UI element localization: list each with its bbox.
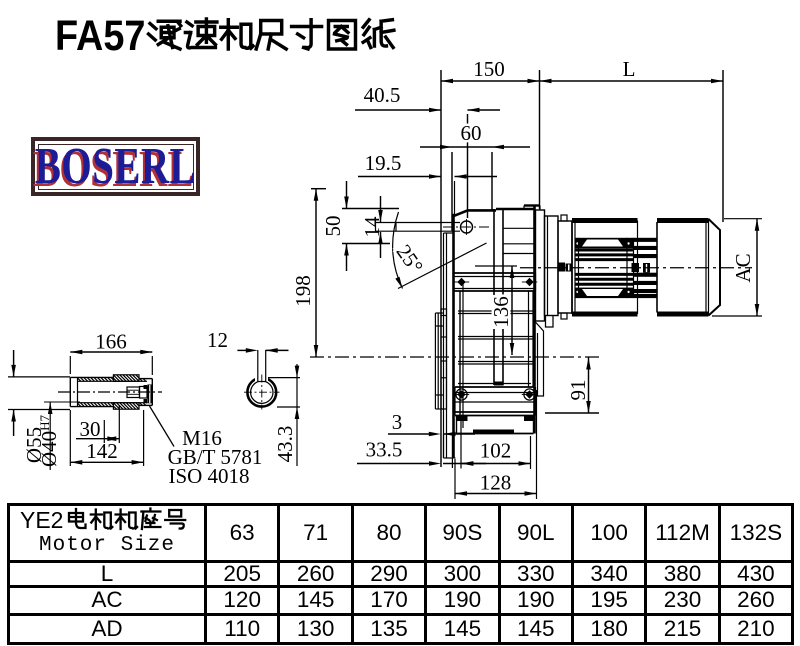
svg-text:136: 136 [489,296,513,328]
svg-text:150: 150 [473,57,505,81]
svg-text:3: 3 [392,410,403,434]
svg-text:50: 50 [321,216,345,237]
svg-text:40.5: 40.5 [364,83,401,107]
svg-text:60: 60 [461,121,482,145]
svg-text:198: 198 [291,275,315,307]
svg-text:AC: AC [731,253,755,282]
svg-text:166: 166 [95,330,127,354]
svg-text:102: 102 [480,439,512,463]
svg-text:142: 142 [86,439,118,463]
svg-text:ISO 4018: ISO 4018 [168,464,249,488]
svg-text:14: 14 [360,216,384,238]
svg-text:Ø55: Ø55 [22,427,46,463]
svg-text:60: 60 [461,121,482,145]
svg-text:91: 91 [566,380,590,401]
svg-text:43.3: 43.3 [273,426,297,463]
svg-text:L: L [623,57,636,81]
svg-text:136: 136 [489,296,513,328]
svg-text:25°: 25° [391,240,428,278]
svg-text:128: 128 [480,471,512,495]
svg-text:19.5: 19.5 [365,151,402,175]
svg-text:30: 30 [80,417,101,441]
svg-text:GB/T 5781: GB/T 5781 [168,445,263,469]
svg-text:33.5: 33.5 [366,438,403,462]
svg-text:M16: M16 [182,426,222,450]
svg-text:12: 12 [207,328,228,352]
svg-text:128: 128 [480,471,512,495]
svg-text:Ø40H7: Ø40H7 [37,414,61,467]
